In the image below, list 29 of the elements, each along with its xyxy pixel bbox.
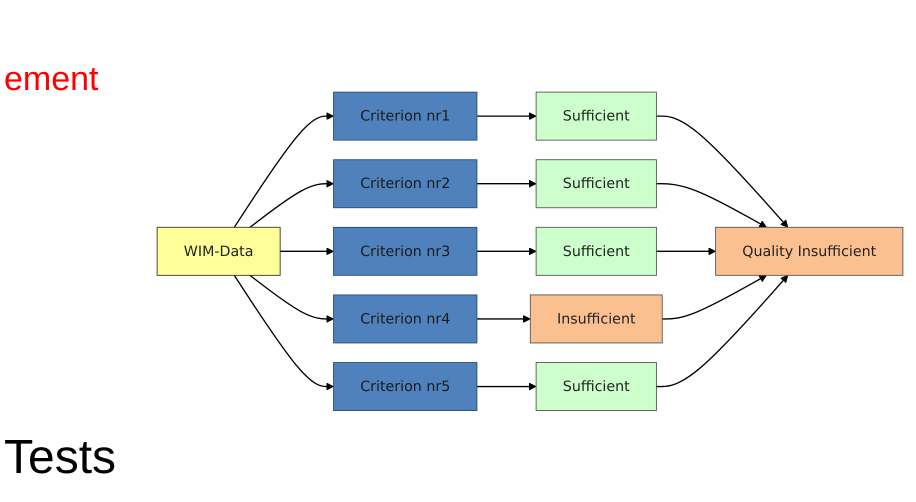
heading-text: Tests [4, 430, 116, 485]
node-box: Sufficient [536, 158, 657, 208]
node-box: Criterion nr4 [333, 294, 478, 344]
node-box: Criterion nr2 [333, 158, 478, 208]
node-box: Criterion nr3 [333, 226, 478, 276]
arrow [656, 274, 788, 387]
arrow [476, 247, 536, 255]
arrow [250, 180, 334, 228]
arrow [234, 274, 334, 390]
node-box: Quality Insufficient [715, 226, 904, 276]
arrow [280, 247, 334, 255]
node-box: Sufficient [536, 362, 657, 411]
arrow [662, 274, 767, 320]
heading-fragment: ement [4, 60, 98, 99]
arrow [656, 182, 767, 228]
node-box: Sufficient [536, 91, 657, 140]
node-box: WIM-Data [156, 226, 281, 276]
arrow [234, 112, 334, 228]
arrow [476, 180, 536, 188]
arrow [476, 314, 531, 322]
arrow [476, 112, 536, 120]
node-box: Criterion nr5 [333, 362, 478, 411]
node-box: Sufficient [536, 226, 657, 276]
arrow [250, 274, 334, 322]
arrow [656, 115, 788, 228]
node-box: Criterion nr1 [333, 91, 478, 140]
node-box: Insufficient [530, 294, 663, 344]
arrow [656, 247, 716, 255]
arrow [476, 382, 536, 390]
